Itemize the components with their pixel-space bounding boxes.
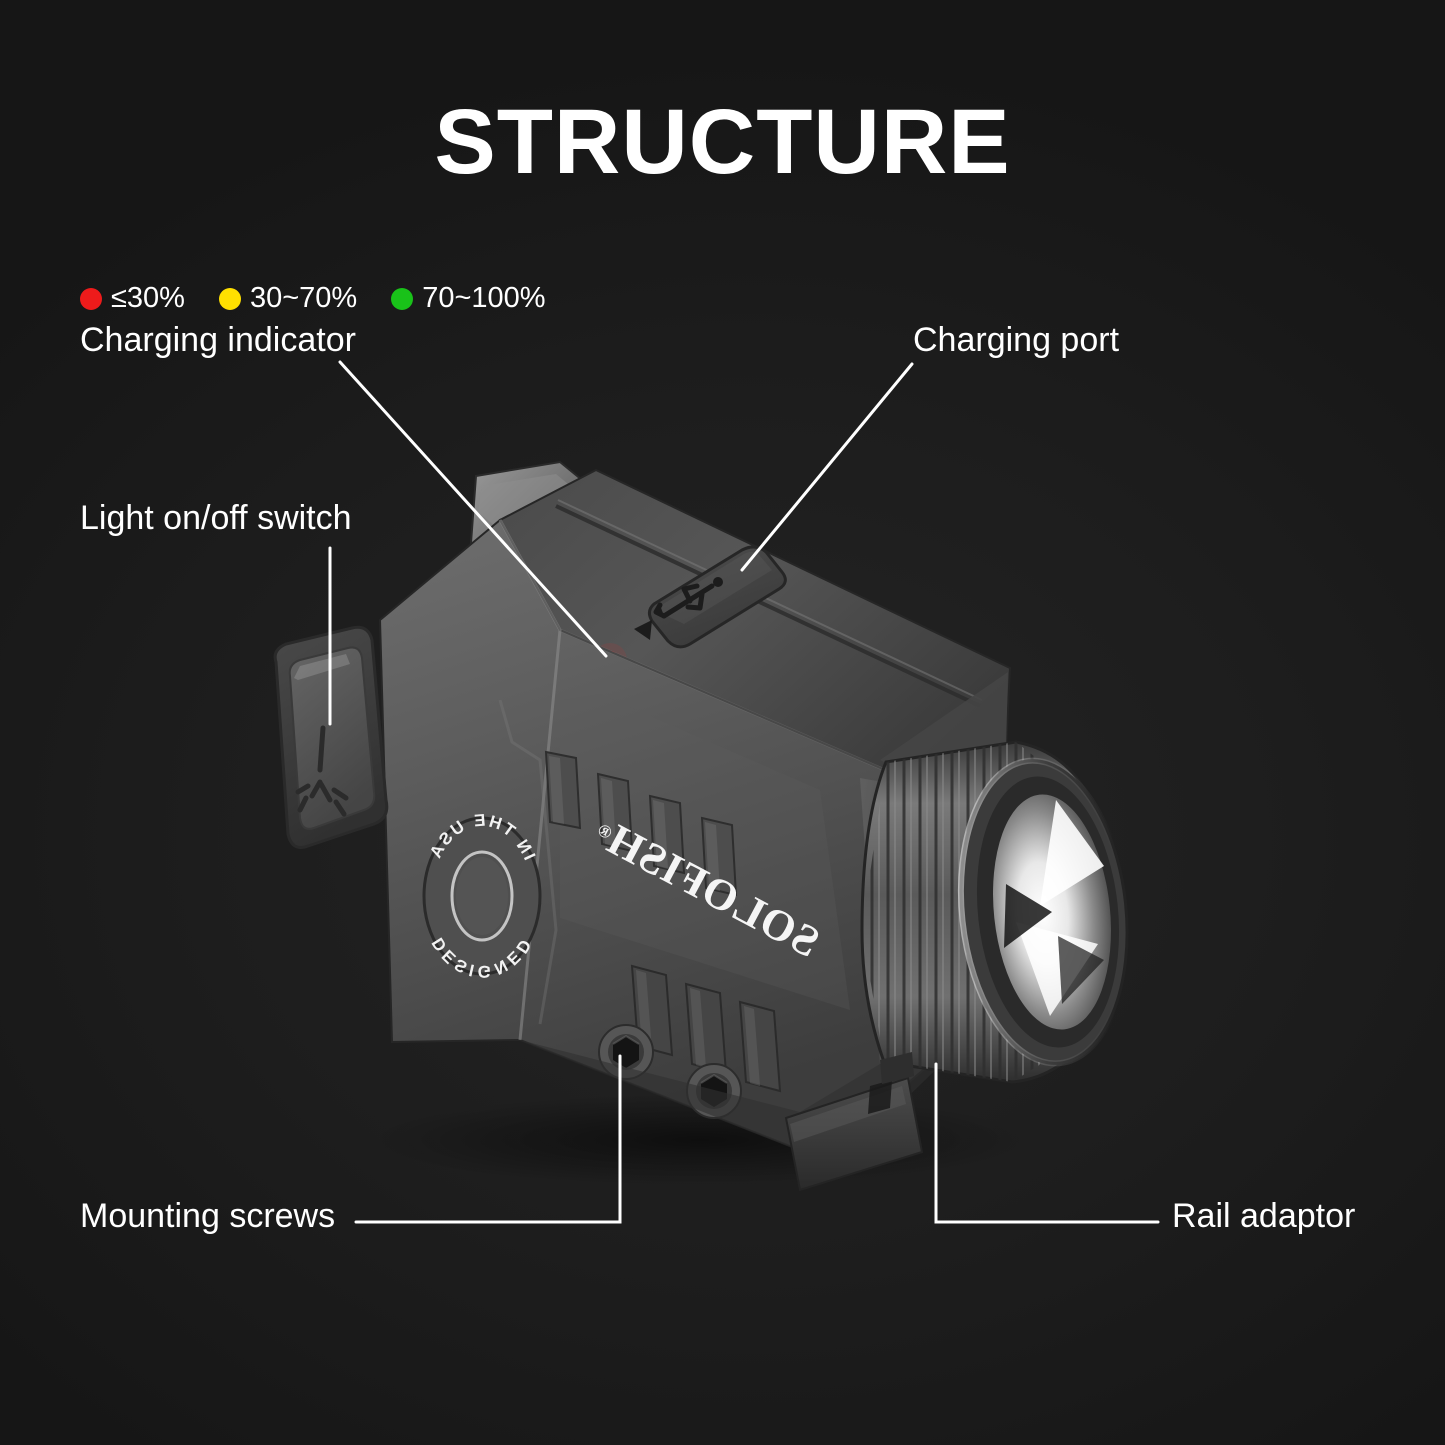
battery-low-dot-icon [80,287,102,310]
charging-indicator-legend: ≤30% 30~70% 70~100% [80,282,546,315]
callout-label-rail-adaptor: Rail adaptor [1172,1197,1356,1235]
legend-item: 70~100% [391,282,546,315]
light-bezel [860,740,1131,1084]
callout-label-mounting-screws: Mounting screws [80,1197,336,1235]
legend-item: 30~70% [218,282,358,315]
callout-label-light-switch: Light on/off switch [80,499,352,537]
legend-item-label: 30~70% [249,282,358,314]
light-on-off-switch[interactable] [273,625,389,849]
callout-label-charging-indicator: Charging indicator [80,321,356,359]
battery-high-dot-icon [391,287,414,310]
callout-label-charging-port: Charging port [913,321,1120,359]
page-title: STRUCTURE [434,91,1011,193]
legend-item-label: 70~100% [422,282,546,314]
legend-item-label: ≤30% [111,282,185,314]
battery-mid-dot-icon [218,287,241,310]
legend-item: ≤30% [80,282,185,315]
